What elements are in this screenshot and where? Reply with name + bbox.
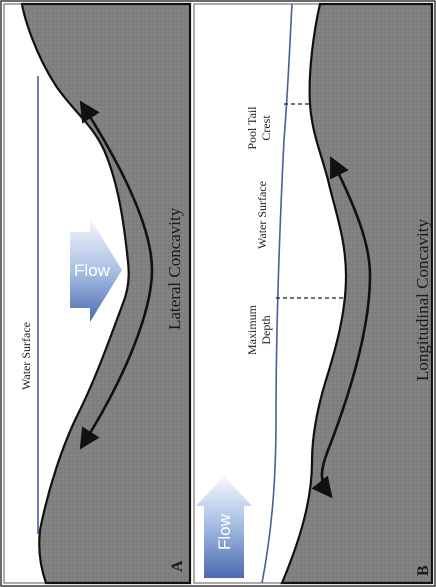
- panel-b-concavity-arrow: [311, 156, 372, 499]
- panel-b-flow-arrow: [196, 476, 252, 578]
- panel-a-concavity-label: Lateral Concavity: [165, 207, 184, 330]
- panel-b-pool-tail-crest-label-1: Pool Tail: [245, 106, 259, 150]
- panel-a-letter: A: [169, 560, 186, 572]
- panel-a-bed-fill: [20, 2, 192, 585]
- panel-b-concavity-label: Longitudinal Concavity: [413, 219, 432, 381]
- panel-b-water-surface-line: [261, 3, 293, 584]
- panel-a-flow-label: Flow: [74, 261, 111, 280]
- panel-a-flow-arrow: [70, 218, 122, 322]
- panel-b-flow-label: Flow: [215, 513, 234, 550]
- panel-a-concavity-arrow: [79, 100, 154, 450]
- panel-b-water-surface-label: Water Surface: [255, 181, 269, 249]
- panel-b-maximum-depth-label-1: Maximum: [245, 304, 259, 355]
- panel-b-letter: B: [415, 565, 432, 576]
- panel-b-pool-tail-crest-label-2: Crest: [259, 115, 273, 141]
- panel-a-water-surface-label: Water Surface: [19, 322, 33, 390]
- panel-b-maximum-depth-label-2: Depth: [259, 315, 273, 344]
